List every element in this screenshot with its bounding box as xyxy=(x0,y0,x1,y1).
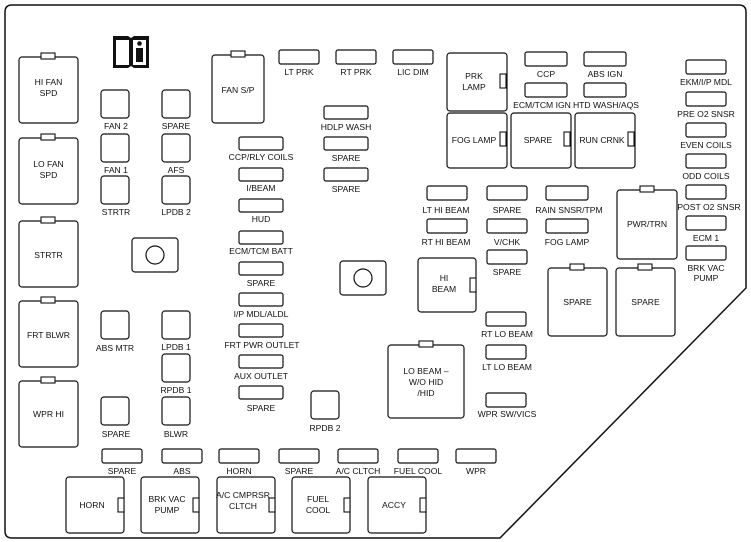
fuse-label-wpr-sw-vics: WPR SW/VICS xyxy=(477,409,537,419)
fuse-label-rpdb2: RPDB 2 xyxy=(309,423,341,433)
fuse-label-spare: SPARE xyxy=(331,153,361,163)
relay-spare-1 xyxy=(510,112,572,169)
fuse-label-frt-pwr-outlet: FRT PWR OUTLET xyxy=(224,340,300,350)
fuse-label-blwr: BLWR xyxy=(163,429,189,439)
relay-label-spare-2: SPARE xyxy=(563,297,592,307)
relay-label-strtr: STRTR xyxy=(34,250,63,260)
fuse-label-rpdb1: RPDB 1 xyxy=(160,385,192,395)
relay-label-hi-beam: HI BEAM xyxy=(431,273,457,294)
fuse-label-spare: SPARE xyxy=(107,466,137,476)
fuse-label-ekm-ip-mdl: EKM/I/P MDL xyxy=(680,77,732,87)
fuse-label-lt-prk: LT PRK xyxy=(284,67,314,77)
fuse-label-rt-prk: RT PRK xyxy=(340,67,372,77)
fuse-label-rt-lo-beam: RT LO BEAM xyxy=(481,329,533,339)
relay-label-prk-lamp: PRK LAMP xyxy=(462,71,486,92)
fuse-label-even-coils: EVEN COILS xyxy=(680,140,732,150)
fuse-label-fog-lamp: FOG LAMP xyxy=(544,237,590,247)
fuse-label-ibeam: I/BEAM xyxy=(246,183,276,193)
fuse-label-spare: SPARE xyxy=(492,205,522,215)
fuse-label-abs-mtr: ABS MTR xyxy=(95,343,135,353)
relay-label-wpr-hi: WPR HI xyxy=(32,409,65,419)
fuse-label-ac-cltch: A/C CLTCH xyxy=(335,466,381,476)
fuse-label-fan1: FAN 1 xyxy=(104,165,128,175)
fuse-label-hdlp-wash: HDLP WASH xyxy=(320,122,372,132)
relay-label-ac-cmprsr-cltch: A/C CMPRSR CLTCH xyxy=(216,490,270,511)
relay-label-brk-vac-pump: BRK VAC PUMP xyxy=(148,494,186,515)
fuse-label-ip-mdl-aldl: I/P MDL/ALDL xyxy=(233,309,289,319)
relay-label-lo-beam: LO BEAM – W/O HID /HID xyxy=(403,366,449,398)
fuse-label-horn: HORN xyxy=(226,466,252,476)
fuse-label-wpr: WPR xyxy=(465,466,487,476)
fuse-label-spare: SPARE xyxy=(101,429,131,439)
fuse-label-htd-wash-aqs: HTD WASH/AQS xyxy=(572,100,640,110)
fuse-label-odd-coils: ODD COILS xyxy=(682,171,730,181)
relay-label-frt-blwr: FRT BLWR xyxy=(27,330,70,340)
fuse-label-pre-o2-snsr: PRE O2 SNSR xyxy=(677,109,735,119)
fuse-label-spare: SPARE xyxy=(284,466,314,476)
fuse-label-fan2: FAN 2 xyxy=(104,121,128,131)
fuse-label-spare: SPARE xyxy=(246,403,276,413)
fuse-label-spare: SPARE xyxy=(161,121,191,131)
relay-prk-lamp xyxy=(446,52,508,112)
relay-label-run-crnk: RUN CRNK xyxy=(579,135,625,145)
fuse-label-rain-snsr-tpm: RAIN SNSR/TPM xyxy=(535,205,603,215)
relay-run-crnk xyxy=(574,112,636,169)
relay-label-hi-fan-spd: HI FAN SPD xyxy=(34,77,63,98)
fuse-label-strtr: STRTR xyxy=(101,207,131,217)
relay-label-fuel-cool: FUEL COOL xyxy=(305,494,331,515)
fuse-label-ecm-tcm-ign: ECM/TCM IGN xyxy=(513,100,571,110)
relay-label-pwr-trn: PWR/TRN xyxy=(626,219,668,229)
fuse-label-lpdb2: LPDB 2 xyxy=(161,207,191,217)
fuse-label-ccp: CCP xyxy=(536,69,556,79)
fuse-label-lic-dim: LIC DIM xyxy=(397,67,429,77)
fuse-label-ccp-rly-coils: CCP/RLY COILS xyxy=(228,152,294,162)
fuse-label-abs: ABS xyxy=(173,466,191,476)
relay-fog-lamp xyxy=(446,112,508,169)
fuse-label-fuel-cool: FUEL COOL xyxy=(393,466,443,476)
relay-label-lo-fan-spd: LO FAN SPD xyxy=(33,159,64,180)
relay-label-horn: HORN xyxy=(79,500,105,510)
fuse-label-rt-hi-beam: RT HI BEAM xyxy=(421,237,471,247)
fuse-label-brk-vac-pump: BRK VAC PUMP xyxy=(687,263,725,283)
fuse-label-spare: SPARE xyxy=(492,267,522,277)
fuse-label-lt-lo-beam: LT LO BEAM xyxy=(482,362,532,372)
fuse-label-ecm-tcm-batt: ECM/TCM BATT xyxy=(229,246,293,256)
fuse-label-lt-hi-beam: LT HI BEAM xyxy=(422,205,470,215)
manual-book-icon xyxy=(113,36,149,68)
relay-label-fog-lamp: FOG LAMP xyxy=(451,135,497,145)
fuse-label-post-o2-snsr: POST O2 SNSR xyxy=(677,202,741,212)
fuse-label-spare: SPARE xyxy=(246,278,276,288)
fuse-label-hud: HUD xyxy=(251,214,271,224)
relay-label-spare-3: SPARE xyxy=(631,297,660,307)
fuse-label-v-chk: V/CHK xyxy=(493,237,521,247)
relay-label-fan-sp: FAN S/P xyxy=(221,85,255,95)
relay-label-spare-1: SPARE xyxy=(523,135,553,145)
fuse-label-aux-outlet: AUX OUTLET xyxy=(234,371,288,381)
fuse-label-ecm1: ECM 1 xyxy=(692,233,720,243)
fuse-label-abs-ign: ABS IGN xyxy=(587,69,623,79)
relay-label-accy: ACCY xyxy=(382,500,406,510)
fuse-label-lpdb1: LPDB 1 xyxy=(161,342,191,352)
fuse-label-spare: SPARE xyxy=(331,184,361,194)
fuse-label-afs: AFS xyxy=(167,165,185,175)
